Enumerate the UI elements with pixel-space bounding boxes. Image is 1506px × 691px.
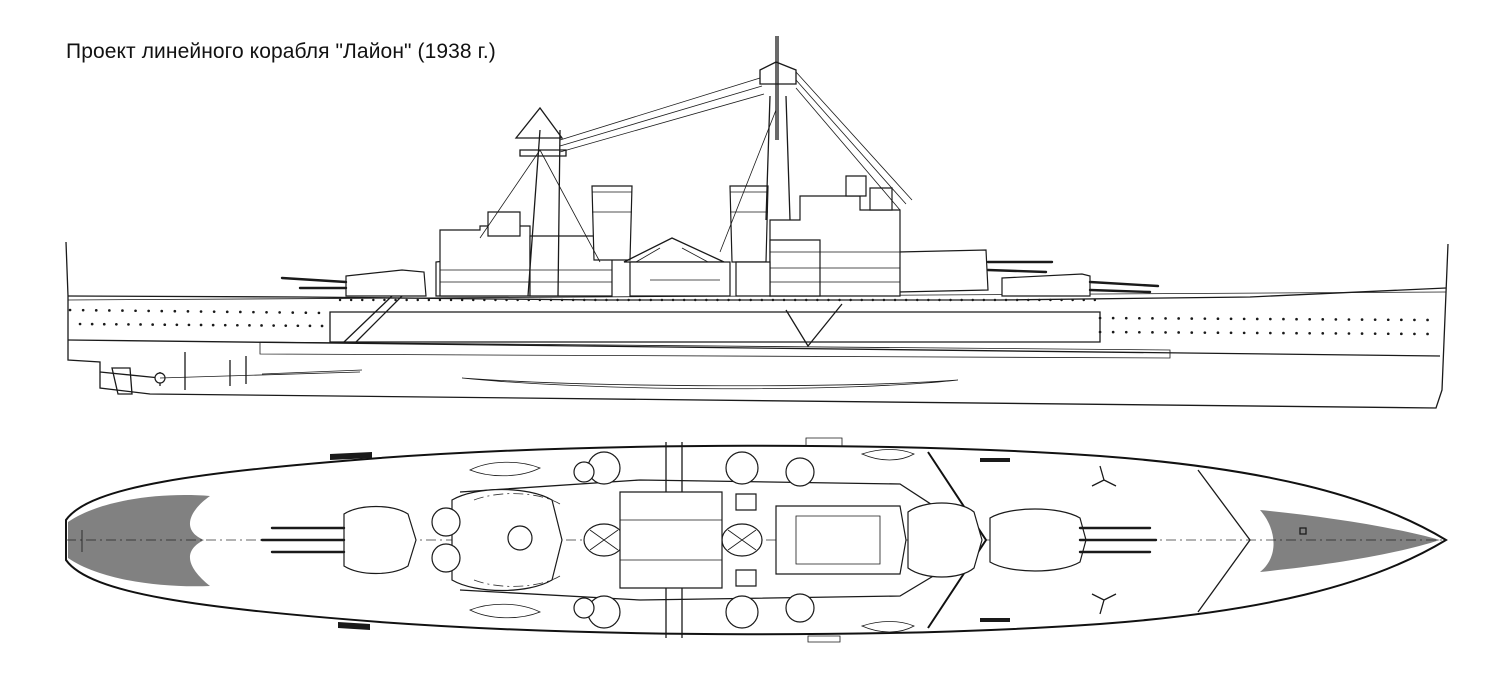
plan-stern-hatching	[68, 495, 210, 587]
plan-boats	[469, 449, 915, 633]
side-turret-a	[280, 269, 427, 297]
plan-turret-b	[431, 488, 563, 592]
side-turret-x	[897, 249, 1054, 293]
side-bridge-tower	[735, 175, 901, 297]
side-portholes	[68, 298, 1432, 336]
plan-bow-hatching	[1260, 510, 1440, 572]
side-turret-y	[1001, 273, 1160, 297]
deck-plan-view	[65, 437, 1448, 643]
side-aircraft-crane	[623, 237, 731, 297]
side-rigging	[479, 71, 913, 263]
plan-funnel-1	[583, 523, 625, 557]
plan-bridge-block	[735, 493, 907, 587]
plan-turret-x	[907, 502, 983, 578]
plan-deck-edges	[459, 451, 1251, 629]
side-funnel-1	[591, 185, 633, 261]
side-main-mast	[759, 36, 797, 221]
plan-turret-a	[260, 505, 417, 575]
side-forward-superstructure	[439, 106, 613, 297]
plan-funnel-2	[721, 523, 763, 557]
side-funnel-2	[729, 185, 769, 263]
side-propellers	[99, 352, 363, 395]
page-title: Проект линейного корабля "Лайон" (1938 г…	[66, 40, 496, 63]
plan-deck-fittings	[330, 437, 1117, 643]
side-elevation-view	[65, 36, 1449, 409]
plan-turret-y	[989, 508, 1158, 572]
plan-catapult	[619, 442, 723, 638]
side-accommodation-ladders	[343, 295, 843, 348]
